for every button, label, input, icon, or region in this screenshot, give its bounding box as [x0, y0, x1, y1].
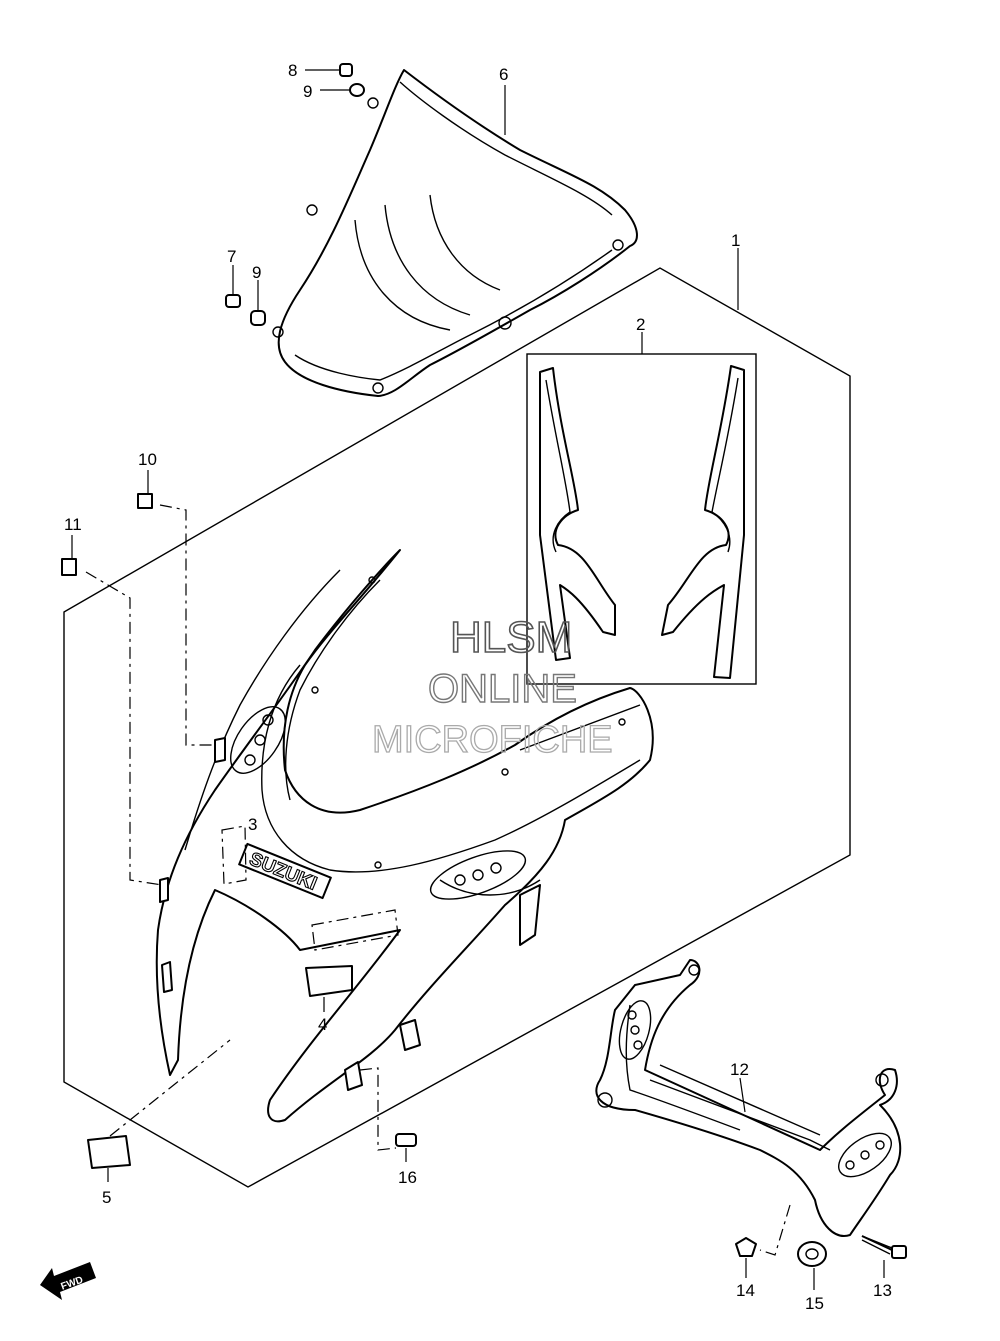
nut-10: [137, 470, 216, 746]
callout-4: 4: [318, 1015, 327, 1034]
collar-15: [797, 1241, 827, 1290]
callout-1: 1: [731, 231, 740, 250]
watermark-line-2: ONLINE: [428, 667, 577, 711]
callout-7: 7: [227, 247, 236, 266]
callout-3: 3: [248, 815, 257, 834]
nut-11: [61, 535, 163, 886]
screw-8: [305, 63, 353, 77]
callout-6: 6: [499, 65, 508, 84]
watermark-line-3: MICROFICHE: [372, 719, 613, 761]
bolt-13: [861, 1235, 907, 1278]
callout-9-side: 9: [252, 263, 261, 282]
windscreen: [272, 69, 638, 397]
callout-2: 2: [636, 315, 645, 334]
callout-8: 8: [288, 61, 297, 80]
washer-9-top: [320, 83, 365, 97]
callout-13: 13: [873, 1281, 892, 1300]
assembly-1-outline: [63, 267, 851, 1188]
callout-9-top: 9: [303, 82, 312, 101]
decal-left: [539, 367, 616, 661]
fwd-direction-badge: FWD: [40, 1262, 96, 1300]
callout-16: 16: [398, 1168, 417, 1187]
callout-12: 12: [730, 1060, 749, 1079]
patch-5: [87, 1039, 231, 1182]
patch-4: [305, 965, 353, 1012]
washer-9-side: [250, 280, 266, 326]
callout-14: 14: [736, 1281, 755, 1300]
decal-right: [661, 365, 745, 679]
callout-5: 5: [102, 1188, 111, 1207]
cowling-bracket: [595, 959, 902, 1237]
screw-7: [225, 265, 241, 308]
callout-10: 10: [138, 450, 157, 469]
screw-16: [359, 1067, 417, 1162]
watermark-line-1: HLSM: [450, 613, 572, 662]
grommet-14: [735, 1204, 791, 1278]
callout-15: 15: [805, 1294, 824, 1313]
upper-cowling: [155, 549, 654, 1123]
callout-11: 11: [64, 515, 82, 534]
